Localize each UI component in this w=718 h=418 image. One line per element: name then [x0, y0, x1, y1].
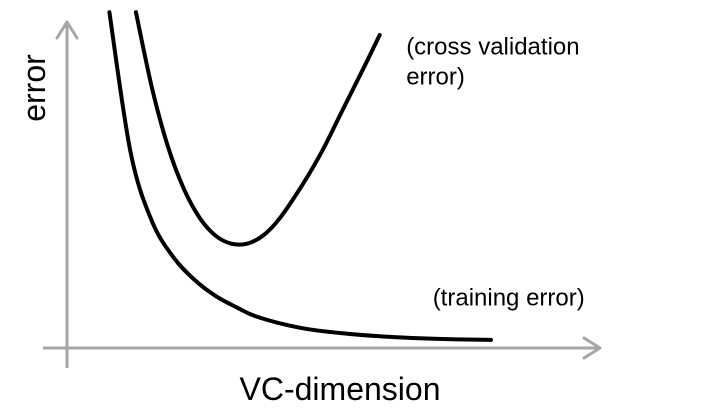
curves-group: [107, 10, 493, 342]
cross-validation-error-annotation-line: error): [406, 64, 465, 91]
x-axis-arrow-icon: [582, 336, 602, 360]
y-axis-label: error: [16, 54, 52, 122]
cross-validation-error-annotation-line: (cross validation: [406, 34, 579, 61]
cross-validation-error-curve: [133, 10, 382, 247]
cross-validation-error-annotation: (cross validation error): [406, 34, 579, 91]
annotations-group: (cross validation error) (training error): [406, 34, 585, 312]
y-axis-arrow-icon: [55, 20, 79, 40]
training-error-annotation: (training error): [433, 285, 585, 312]
training-error-curve: [107, 10, 493, 342]
x-axis-label: VC-dimension: [240, 371, 441, 407]
training-error-annotation-line: (training error): [433, 285, 585, 312]
